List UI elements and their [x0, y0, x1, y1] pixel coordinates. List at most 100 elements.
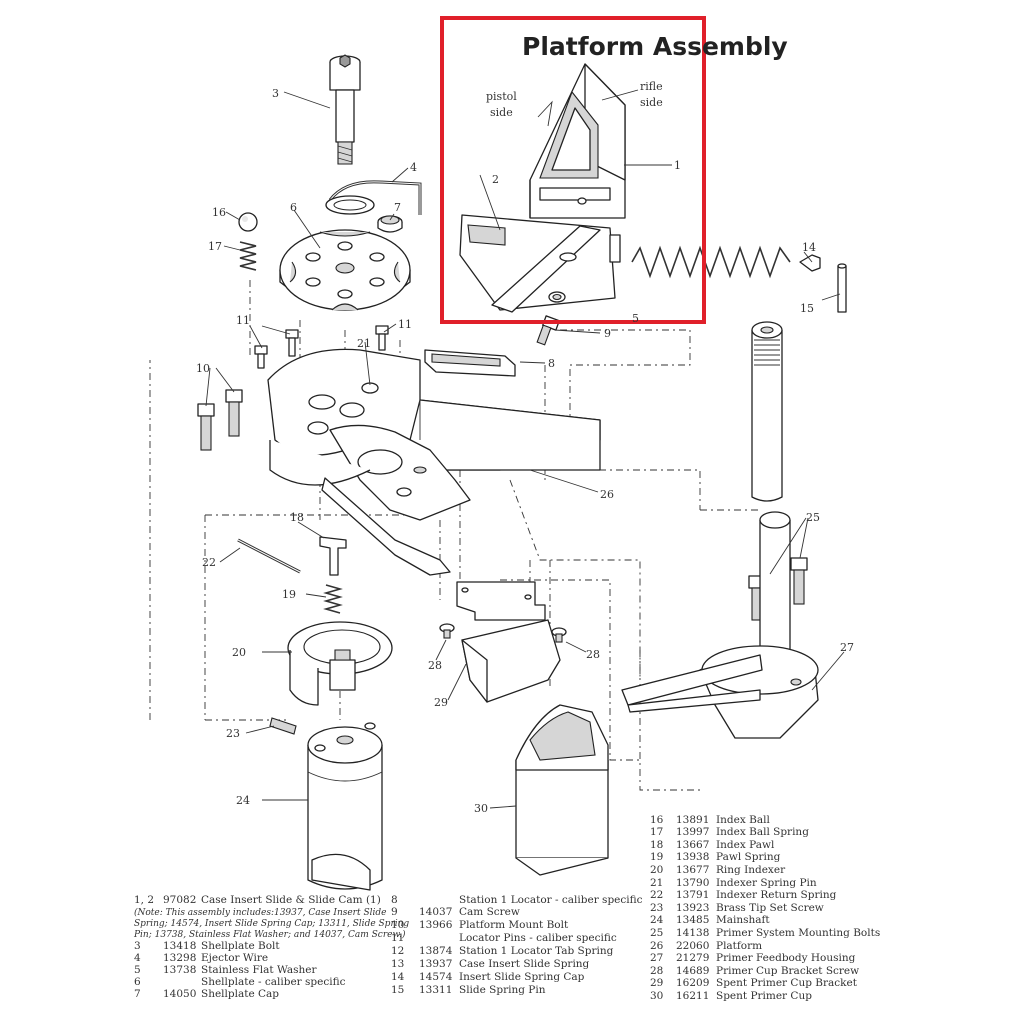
parts-list-row: 5 13738 Stainless Flat Washer [134, 964, 317, 976]
part-description: Primer Feedbody Housing [716, 952, 856, 964]
mainshaft-part [307, 722, 383, 891]
part-ref: 10 [391, 919, 404, 931]
part-ref: 13 [391, 958, 404, 970]
spent-primer-cup-part [515, 704, 609, 876]
part-ref: 18 [650, 839, 663, 851]
rifle-side-label-1: rifle [640, 80, 663, 93]
callout-14: 14 [802, 241, 816, 254]
part-description: Platform Mount Bolt [459, 919, 569, 931]
index-pawl-part [319, 536, 347, 576]
part-ref: 19 [650, 851, 663, 863]
part-description: Case Insert Slide & Slide Cam (1) [201, 894, 381, 906]
part-description: Stainless Flat Washer [201, 964, 317, 976]
part-description: Insert Slide Spring Cap [459, 971, 585, 983]
part-description: Shellplate Cap [201, 988, 279, 1000]
parts-list-middle: 8 Station 1 Locator - caliber specific 9… [391, 894, 643, 996]
note-line: Pin; 13738, Stainless Flat Washer; and 1… [133, 929, 406, 940]
part-ref: 1, 2 [134, 894, 154, 906]
callout-17: 17 [208, 240, 222, 253]
part-number: 22060 [676, 940, 709, 952]
callout-8: 8 [548, 357, 555, 370]
part-number: 16209 [676, 977, 709, 989]
slide-cam-part [459, 197, 621, 313]
part-number: 21279 [676, 952, 709, 964]
callout-26: 26 [600, 488, 614, 501]
part-ref: 29 [650, 977, 663, 989]
part-number: 13667 [676, 839, 709, 851]
shellplate-bolt-part [329, 54, 361, 165]
part-description: Shellplate Bolt [201, 940, 280, 952]
callout-6: 6 [290, 201, 297, 214]
part-description: Cam Screw [459, 906, 520, 918]
part-number: 13677 [676, 864, 709, 876]
platform-part [267, 348, 601, 576]
part-number: 13997 [676, 826, 709, 838]
callout-30: 30 [474, 802, 488, 815]
part-description: Indexer Spring Pin [716, 877, 817, 889]
part-description: Spent Primer Cup Bracket [716, 977, 858, 989]
rifle-side-label-2: side [640, 96, 663, 109]
callout-leader-lines [205, 89, 845, 809]
part-description: Ring Indexer [716, 864, 786, 876]
part-number: 13418 [163, 940, 196, 952]
part-ref: 5 [134, 964, 141, 976]
part-number: 13874 [419, 945, 453, 957]
part-description: Pawl Spring [716, 851, 781, 863]
part-description: Index Ball [716, 814, 770, 826]
callout-23: 23 [226, 727, 240, 740]
highlight-box [440, 16, 706, 324]
platform-mount-bolts-part [197, 389, 243, 451]
spring-pin-part [837, 263, 847, 313]
callout-15: 15 [800, 302, 814, 315]
shellplate-cap-part [377, 215, 403, 233]
callout-21: 21 [357, 337, 371, 350]
part-description: Locator Pins - caliber specific [459, 932, 617, 944]
part-description: Slide Spring Pin [459, 984, 546, 996]
part-ref: 22 [650, 889, 663, 901]
part-number: 13966 [419, 919, 453, 931]
callout-20: 20 [232, 646, 246, 659]
part-description: Ejector Wire [201, 952, 268, 964]
part-description: Case Insert Slide Spring [459, 958, 590, 970]
part-number: 14050 [163, 988, 196, 1000]
case-insert-slide-part [529, 63, 626, 219]
part-description: Platform [716, 940, 762, 952]
part-ref: 21 [650, 877, 663, 889]
parts-list-row: 12 13874 Station 1 Locator Tab Spring [391, 945, 614, 957]
parts-list-row: 14 14574 Insert Slide Spring Cap [391, 971, 585, 983]
part-ref: 17 [650, 826, 663, 838]
cam-screw-part [536, 315, 560, 346]
parts-list-row: 29 16209 Spent Primer Cup Bracket [650, 977, 858, 989]
callout-19: 19 [282, 588, 296, 601]
part-ref: 28 [650, 965, 663, 977]
parts-list-row: 9 14037 Cam Screw [391, 906, 520, 918]
callout-7: 7 [394, 201, 401, 214]
parts-list-row: 7 14050 Shellplate Cap [134, 988, 279, 1000]
part-number: 13923 [676, 902, 709, 914]
part-description: Shellplate - caliber specific [201, 976, 346, 988]
part-ref: 4 [134, 952, 141, 964]
part-description: Station 1 Locator - caliber specific [459, 894, 643, 906]
part-number: 14037 [419, 906, 452, 918]
callout-11b: 11 [398, 318, 412, 331]
callout-11a: 11 [236, 314, 250, 327]
note-line: (Note: This assembly includes:13937, Cas… [134, 907, 386, 918]
part-description: Spent Primer Cup [716, 990, 812, 1002]
part-ref: 8 [391, 894, 398, 906]
part-description: Primer System Mounting Bolts [716, 927, 880, 939]
callout-22: 22 [202, 556, 216, 569]
part-number: 14138 [676, 927, 709, 939]
pistol-side-label-1: pistol [486, 90, 517, 103]
parts-list-row: 3 13418 Shellplate Bolt [134, 940, 280, 952]
part-ref: 14 [391, 971, 405, 983]
part-number: 13790 [676, 877, 709, 889]
parts-list-row: 15 13311 Slide Spring Pin [391, 984, 546, 996]
part-ref: 24 [650, 914, 664, 926]
callout-18: 18 [290, 511, 304, 524]
